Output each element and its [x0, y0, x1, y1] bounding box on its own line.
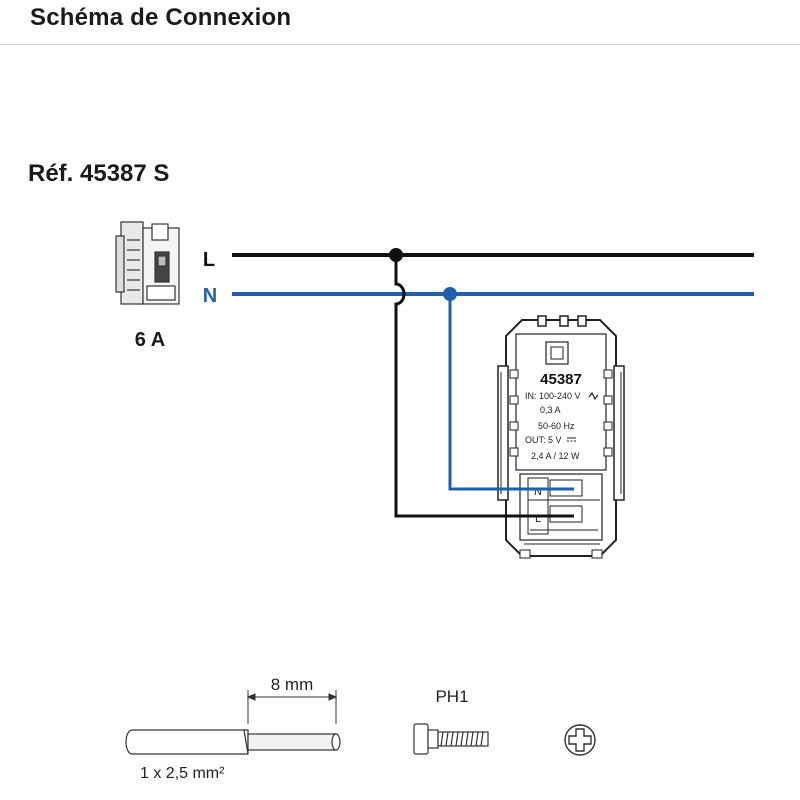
device-output-rating: 2,4 A / 12 W [531, 451, 580, 461]
terminal-neutral-label: N [534, 486, 542, 498]
dc-symbol-icon [567, 437, 576, 442]
usb-charger-module [497, 315, 625, 559]
strip-length-label: 8 mm [271, 675, 314, 694]
screw-icon [413, 723, 489, 755]
reference-title: Réf. 45387 S [28, 160, 170, 187]
page-title: Schéma de Connexion [30, 4, 292, 31]
device-frequency: 50-60 Hz [538, 421, 575, 431]
live-wire-to-device [394, 255, 574, 518]
neutral-line-label: N [203, 285, 217, 307]
live-line-label: L [203, 249, 215, 271]
terminal-live-label: L [535, 513, 541, 525]
neutral-junction [443, 287, 457, 301]
cable-section-label: 1 x 2,5 mm² [140, 765, 225, 782]
device-input-current: 0,3 A [540, 405, 561, 415]
neutral-wire-to-device [448, 294, 574, 491]
live-junction [389, 248, 403, 262]
title-divider [0, 44, 800, 45]
screwdriver-type-label: PH1 [435, 687, 468, 706]
circuit-breaker-icon [115, 221, 180, 305]
breaker-rating: 6 A [135, 329, 165, 351]
device-input-label: IN: 100-240 V [525, 391, 581, 401]
strip-length-dimension [246, 690, 338, 724]
stripped-cable-icon [125, 729, 341, 755]
phillips-head-icon [564, 724, 596, 756]
device-model: 45387 [540, 371, 582, 388]
ac-symbol-icon [588, 391, 599, 401]
device-output-label: OUT: 5 V [525, 435, 562, 445]
